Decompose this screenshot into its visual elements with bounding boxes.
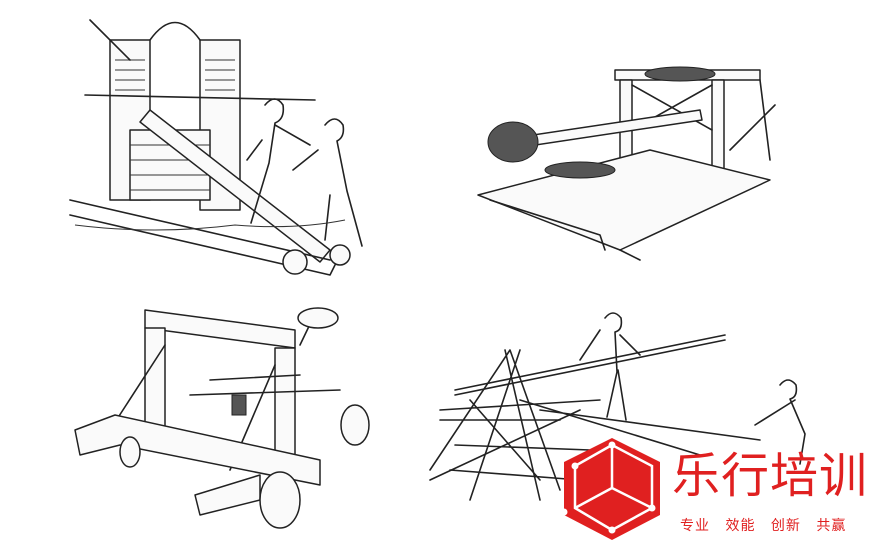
- brand-name: 乐行培训: [672, 448, 869, 504]
- wheeled-catapult-icon: [74, 307, 370, 529]
- torsion-catapult-frame-icon: [477, 66, 776, 261]
- brand-slogan: 专业 效能 创新 共赢: [680, 518, 847, 534]
- traction-trebuchet-icon: [429, 312, 806, 501]
- torsion-catapult-with-soldiers-icon: [69, 19, 363, 276]
